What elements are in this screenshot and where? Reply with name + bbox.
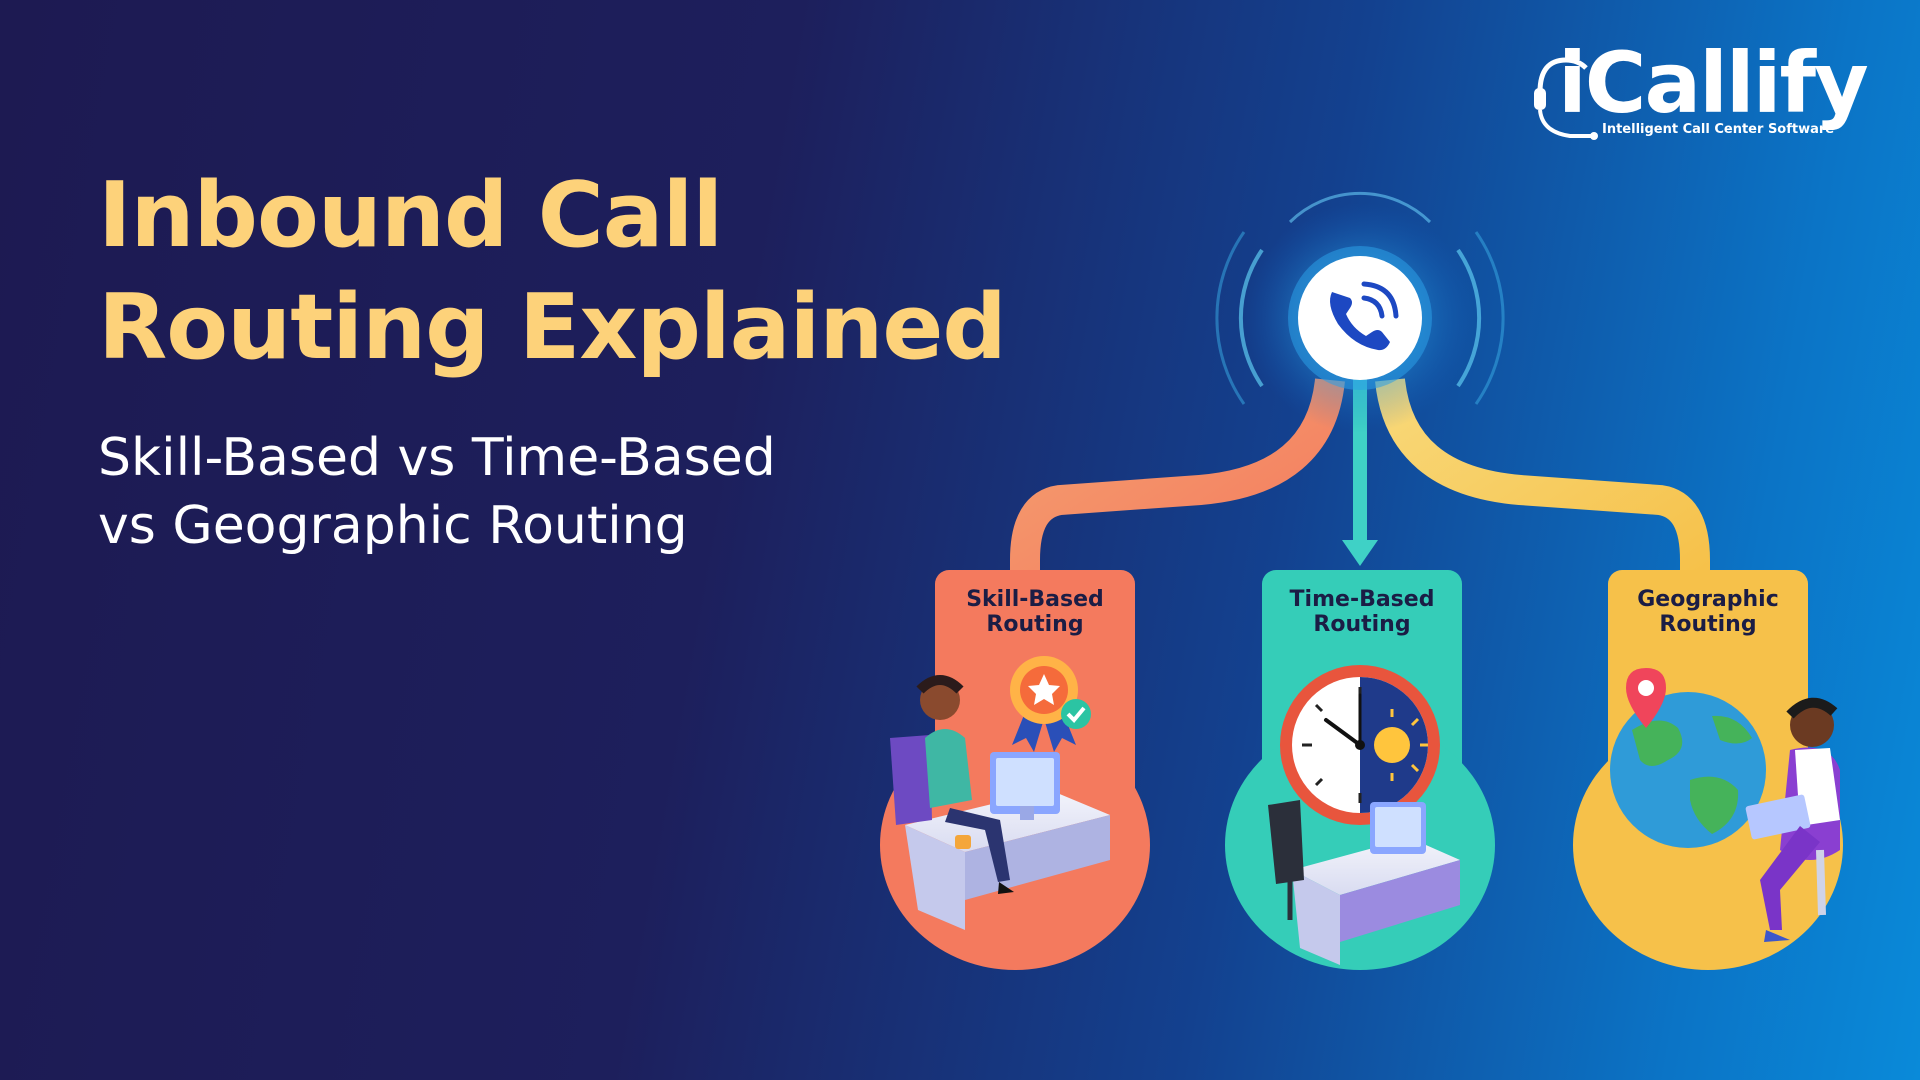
card-label-line: Skill-Based: [966, 587, 1104, 612]
headset-icon: [1534, 57, 1598, 140]
globe-location-icon: [1610, 668, 1766, 848]
card-label-line: Routing: [986, 612, 1084, 637]
award-badge-icon: [1010, 656, 1091, 752]
card-label-line: Routing: [1313, 612, 1411, 637]
phone-call-button: [1298, 256, 1422, 380]
geo-route-path: [1375, 378, 1710, 575]
phone-call-icon: [1330, 281, 1399, 351]
card-label-skill: Skill-Based Routing: [935, 587, 1135, 637]
clock-icon: [1280, 665, 1440, 825]
time-based-card: [1225, 570, 1495, 970]
logo: iCallify Intelligent Call Center Softwar…: [1530, 34, 1869, 150]
card-label-line: Routing: [1659, 612, 1757, 637]
card-label-time: Time-Based Routing: [1262, 587, 1462, 637]
title-line-1: Inbound Call: [98, 163, 723, 268]
logo-tagline: Intelligent Call Center Software: [1602, 122, 1835, 137]
empty-desk-illustration: [1268, 800, 1460, 965]
page-title: Inbound Call Routing Explained: [98, 160, 1007, 384]
title-line-2: Routing Explained: [98, 275, 1007, 380]
geographic-card: [1573, 570, 1843, 970]
agent-at-desk-illustration: [890, 675, 1110, 930]
card-label-line: Geographic: [1637, 587, 1779, 612]
subtitle: Skill-Based vs Time-Based vs Geographic …: [98, 424, 776, 560]
time-route-arrow: [1342, 540, 1378, 566]
logo-wordmark: iCallify: [1558, 34, 1869, 132]
skill-route-path: [1010, 378, 1345, 575]
card-label-line: Time-Based: [1289, 587, 1435, 612]
card-label-geo: Geographic Routing: [1608, 587, 1808, 637]
remote-agent-illustration: [1745, 697, 1840, 942]
skill-based-card: [880, 570, 1150, 970]
subtitle-line-2: vs Geographic Routing: [98, 496, 688, 556]
subtitle-line-1: Skill-Based vs Time-Based: [98, 428, 776, 488]
